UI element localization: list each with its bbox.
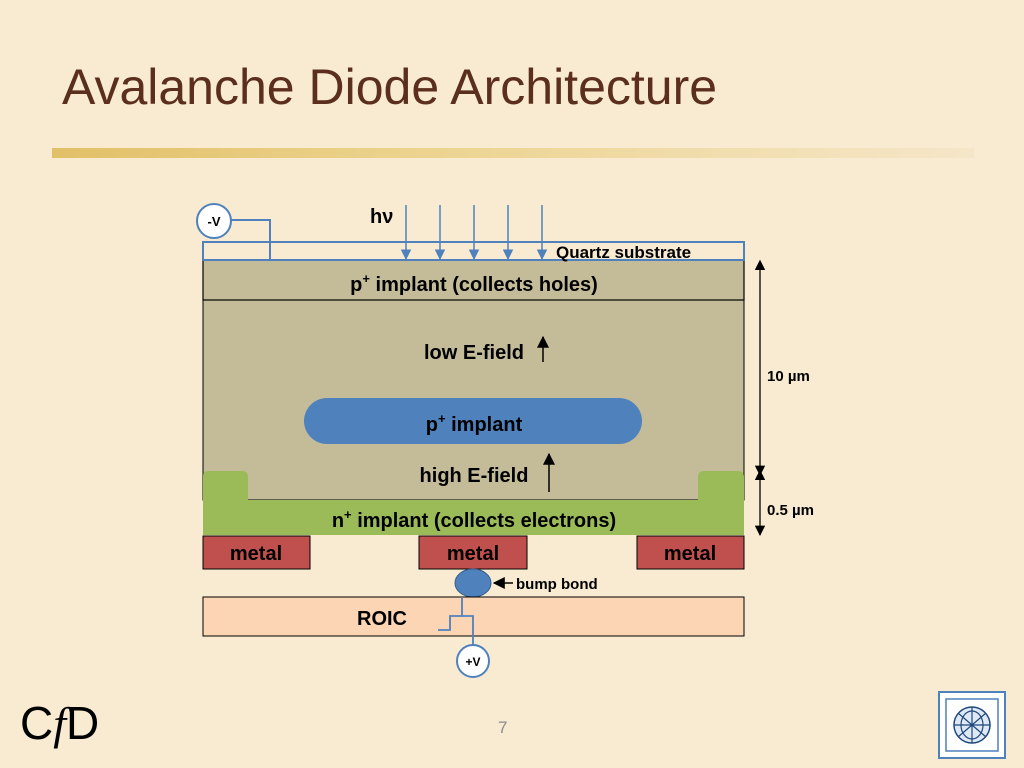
- n-plus-implant-layer: [203, 471, 744, 535]
- title-underline: [52, 148, 974, 158]
- roic-label: ROIC: [357, 608, 407, 630]
- neg-bias-terminal: [196, 203, 232, 239]
- low-field-label: low E-field: [424, 342, 524, 364]
- high-field-label: high E-field: [420, 465, 529, 487]
- cfd-logo: CfD: [20, 697, 100, 749]
- p-plus-top-layer: [202, 259, 745, 301]
- pos-bias-label: +V: [465, 655, 480, 669]
- slide-title: Avalanche Diode Architecture: [62, 59, 718, 115]
- metal-pad-right-label: metal: [664, 543, 716, 565]
- metal-pad-right: [636, 535, 745, 570]
- p-plus-top-label: p+ implant (collects holes): [350, 271, 598, 296]
- pos-bias-wire: [462, 615, 474, 647]
- bump-bond-label: bump bond: [516, 576, 598, 593]
- bump-bond: [454, 568, 492, 598]
- neg-bias-wire: [231, 219, 271, 259]
- p-plus-implant-region: [304, 398, 642, 444]
- metal-pad-center-label: metal: [447, 543, 499, 565]
- p-plus-implant-label: p+ implant: [426, 411, 523, 436]
- emblem-logo: [938, 691, 1006, 759]
- pos-bias-terminal: [456, 644, 490, 678]
- photon-label: hν: [370, 206, 393, 228]
- n-plus-implant-label: n+ implant (collects electrons): [332, 507, 616, 532]
- neg-bias-label: -V: [208, 214, 221, 229]
- quartz-substrate-label: Quartz substrate: [556, 243, 691, 262]
- roic-trace: [438, 597, 463, 631]
- photon-arrow-icon: [400, 205, 548, 261]
- metal-pad-left: [202, 535, 311, 570]
- metal-pad-left-label: metal: [230, 543, 282, 565]
- page-number: 7: [498, 718, 508, 737]
- dimension-label-10um: 10 µm: [767, 368, 810, 385]
- dimension-label-05um: 0.5 µm: [767, 502, 814, 519]
